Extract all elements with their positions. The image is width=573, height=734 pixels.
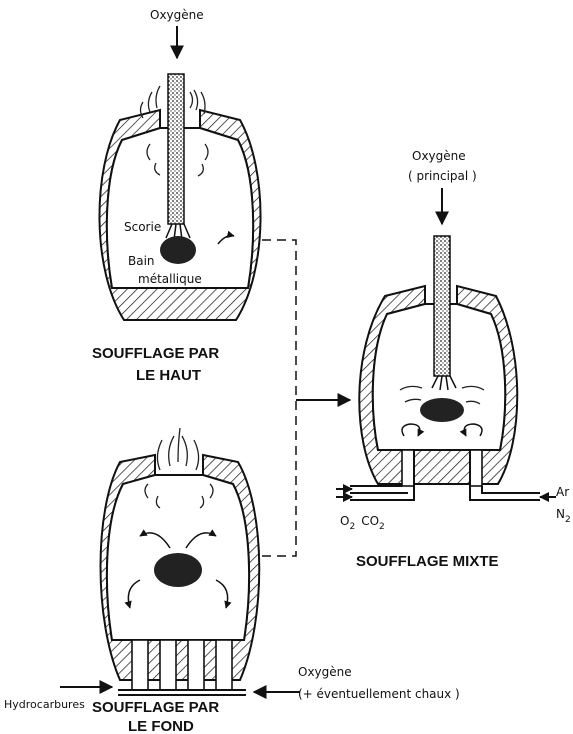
bottom-title-line1: SOUFFLAGE PAR [92, 699, 219, 716]
connector-top [262, 240, 296, 400]
mixed-title: SOUFFLAGE MIXTE [356, 553, 499, 570]
bottom-oxygen-note: (+ éventuellement chaux ) [298, 687, 460, 701]
bottom-oxygen-label: Oxygène [298, 665, 352, 679]
connector-bottom [262, 400, 296, 556]
bottom-title-line2: LE FOND [128, 718, 194, 734]
top-title-line1: SOUFFLAGE PAR [92, 345, 219, 362]
top-blown-converter: Oxygène Scorie Bain métallique SOUFFLAGE… [92, 8, 261, 384]
mixed-oxygen-label: Oxygène [412, 149, 466, 163]
hydrocarbons-label: Hydrocarbures [4, 698, 85, 711]
top-oxygen-label: Oxygène [150, 8, 204, 22]
top-slag-label: Scorie [124, 220, 161, 234]
mixed-tuyere-right [470, 450, 482, 486]
mixed-gas-right-label-2: N2 [556, 507, 571, 525]
top-bath-blob [160, 236, 196, 264]
top-title-line2: LE HAUT [136, 367, 201, 384]
bottom-bath-blob [154, 553, 202, 587]
mixed-bath-blob [420, 398, 464, 422]
mixed-oxygen-lance [434, 236, 450, 376]
top-bath-label-1: Bain [128, 254, 155, 268]
top-bath-label-2: métallique [138, 272, 202, 286]
bottom-flames [157, 428, 198, 470]
mixed-gas-right-label-1: Ar [556, 485, 569, 499]
mixed-oxygen-note: ( principal ) [408, 169, 477, 183]
mixed-tuyere-left [402, 450, 414, 486]
top-oxygen-lance [168, 74, 184, 224]
